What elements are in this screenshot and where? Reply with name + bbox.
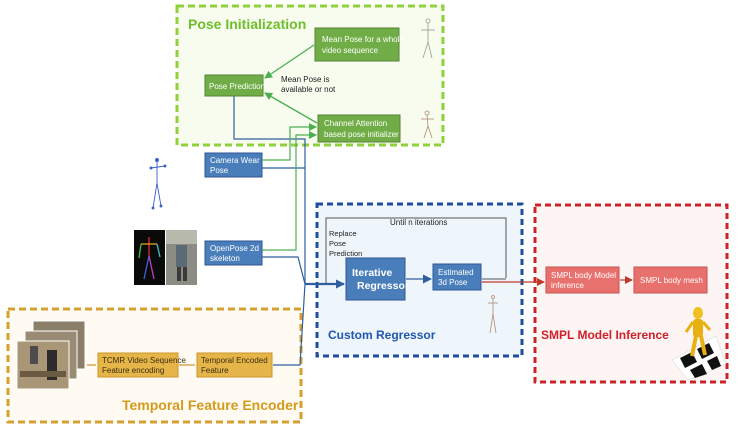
estimated-3d-pose-box [432,263,482,291]
estimated-line1: Estimated [438,268,474,277]
smpl-body-inference-box [545,266,620,294]
iterative-regressor-box [345,257,406,301]
smpl-inference-line2: inference [551,281,584,290]
estimated-pose-skeleton-icon [488,295,498,334]
pose-prediction-box-label: Pose Prediction [209,82,265,91]
replace-label-line1: Replace [329,229,357,238]
smpl-inference-line1: SMPL body Model [551,271,616,280]
openpose-line1: OpenPose 2d [210,244,259,253]
temporal-encoded-line2: Feature [201,366,229,375]
mean-pose-box-line2: video sequence [322,46,379,55]
custom-regressor-title: Custom Regressor [328,328,436,342]
openpose-line2: skeleton [210,254,240,263]
smpl-body-mesh-box [633,266,708,294]
input-section: Camera Wear Pose OpenPose 2d skeleton [134,152,263,285]
camera-pose-skeleton-icon [149,158,167,210]
mean-pose-note-line1: Mean Pose is [281,75,329,84]
mean-pose-box-line1: Mean Pose for a whole [322,35,404,44]
camera-wear-line1: Camera Wear [210,156,260,165]
tcmr-line1: TCMR Video Sequence [102,356,186,365]
tcmr-encoding-box [97,352,179,378]
temporal-encoded-feature-box [196,352,273,378]
loop-label: Until n iterations [390,218,447,227]
pose-initialization-title: Pose Initialization [188,16,306,32]
iterative-line2: Regressor [357,280,409,292]
temporal-encoder-section: Temporal Feature Encoder TCMR Video Sequ… [6,307,303,424]
pose-initialization-section: Pose Initialization Mean Pose for a whol… [175,4,445,147]
tcmr-line2: Feature encoding [102,366,164,375]
camera-wear-pose-box [204,152,263,178]
channel-attention-box-line2: based pose initializer [324,130,399,139]
replace-label-line2: Pose [329,239,346,248]
channel-attention-skeleton-icon [421,110,434,139]
smpl-inference-title: SMPL Model Inference [541,328,669,342]
mean-pose-box [314,27,400,62]
pose-prediction-connector [233,96,306,284]
video-frame-stack [16,320,86,390]
openpose-to-attention-arrow [262,131,317,251]
channel-attention-to-prediction-arrow [264,92,318,124]
openpose-connector [262,256,306,285]
estimated-line2: 3d Pose [438,278,468,287]
connectors [233,96,545,366]
temporal-connector [273,283,306,366]
camera-wear-line2: Pose [210,166,229,175]
iterative-line1: Iterative [352,267,392,279]
replace-label-line3: Prediction [329,249,362,258]
temporal-encoded-line1: Temporal Encoded [201,356,268,365]
mean-pose-skeleton-icon [421,18,435,59]
channel-attention-box [317,114,401,143]
smpl-inference-section: SMPL Model Inference SMPL body Model inf… [533,203,729,384]
temporal-encoder-title: Temporal Feature Encoder [122,397,299,413]
camera-to-attention-arrow [262,123,317,161]
iteration-loop-line [325,217,507,283]
openpose-skeleton-lines [138,237,161,280]
custom-regressor-section: Custom Regressor Until n iterations Repl… [315,202,524,358]
channel-attention-box-line1: Channel Attention [324,119,387,128]
mean-pose-to-prediction-arrow [264,44,315,79]
smpl-mesh-label: SMPL body mesh [640,276,703,285]
openpose-skeleton-box [204,240,263,266]
mean-pose-note-line2: available or not [281,85,336,94]
smpl-mesh-render [671,307,727,381]
openpose-images [134,230,197,285]
